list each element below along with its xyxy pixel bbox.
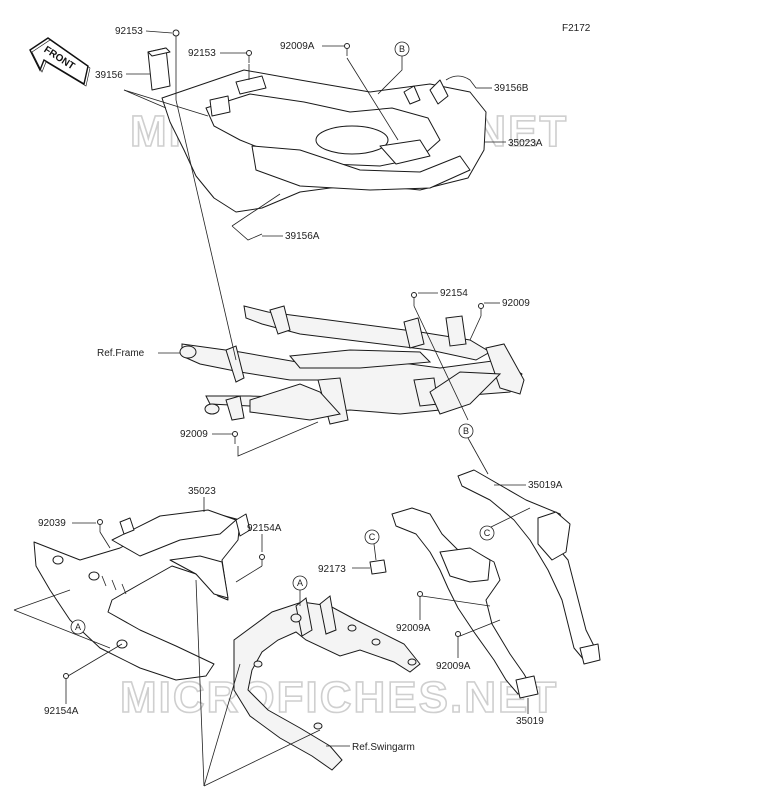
watermark-bottom: MICROFICHES.NET: [120, 673, 558, 722]
callout-A-left-text: A: [75, 622, 81, 632]
part-35023-fender: [33, 509, 251, 681]
bolt-92153-mid-icon: [246, 50, 252, 63]
label-35023A: 35023A: [508, 138, 543, 149]
label-39156: 39156: [95, 70, 123, 81]
bolt-92154-icon: [411, 292, 417, 306]
label-92154A-right: 92154A: [247, 523, 282, 534]
figure-code: F2172: [562, 23, 591, 34]
callout-B-mid: [458, 423, 474, 439]
part-35023A-cover: [161, 69, 487, 213]
label-39156A: 39156A: [285, 231, 320, 242]
bolt-92009A-low-icon: [455, 631, 461, 644]
bolt-92009-right-icon: [478, 303, 484, 316]
front-arrow-icon: FRONT: [29, 37, 91, 87]
label-35023: 35023: [188, 486, 216, 497]
bolt-92009A-top-icon: [344, 43, 350, 56]
callout-C-left: [364, 529, 380, 545]
label-92009-right: 92009: [502, 298, 530, 309]
label-92009A-mid: 92009A: [396, 623, 431, 634]
part-39156-pad: [147, 47, 171, 91]
part-35019A-bracket: [457, 469, 601, 665]
bolt-92154A-right-icon: [259, 554, 265, 566]
label-92154A-bottom: 92154A: [44, 706, 79, 717]
label-ref-swingarm: Ref.Swingarm: [352, 742, 415, 753]
swingarm-ref: [233, 595, 421, 771]
callout-A-swingarm-text: A: [297, 578, 303, 588]
callout-B-top-text: B: [399, 44, 405, 54]
bolt-92153-top-icon: [172, 29, 180, 44]
bolt-92009-left-icon: [232, 431, 238, 444]
callout-C-right-text: C: [484, 528, 491, 538]
label-92039: 92039: [38, 518, 66, 529]
bolt-92154A-bottom-icon: [63, 673, 69, 686]
label-35019A: 35019A: [528, 480, 563, 491]
clip-39156B-icon: [445, 75, 477, 89]
label-92009A-low: 92009A: [436, 661, 471, 672]
label-92009A-top: 92009A: [280, 41, 315, 52]
bolt-92009A-mid-icon: [417, 591, 423, 604]
label-92153-top: 92153: [115, 26, 143, 37]
label-35019: 35019: [516, 716, 544, 727]
label-ref-frame: Ref.Frame: [97, 348, 145, 359]
label-92153-mid: 92153: [188, 48, 216, 59]
bolt-92039-icon: [97, 519, 103, 532]
label-39156B: 39156B: [494, 83, 529, 94]
label-92173: 92173: [318, 564, 346, 575]
clip-92173-icon: [369, 559, 387, 575]
rear-frame: [179, 305, 525, 425]
clip-39156A-icon: [231, 225, 263, 241]
label-92154: 92154: [440, 288, 468, 299]
callout-C-left-text: C: [369, 532, 376, 542]
part-35019-holder: [391, 507, 539, 699]
callout-B-mid-text: B: [463, 426, 469, 436]
callout-A-left: [70, 619, 86, 635]
label-92009-left: 92009: [180, 429, 208, 440]
callout-C-right: [479, 525, 495, 541]
